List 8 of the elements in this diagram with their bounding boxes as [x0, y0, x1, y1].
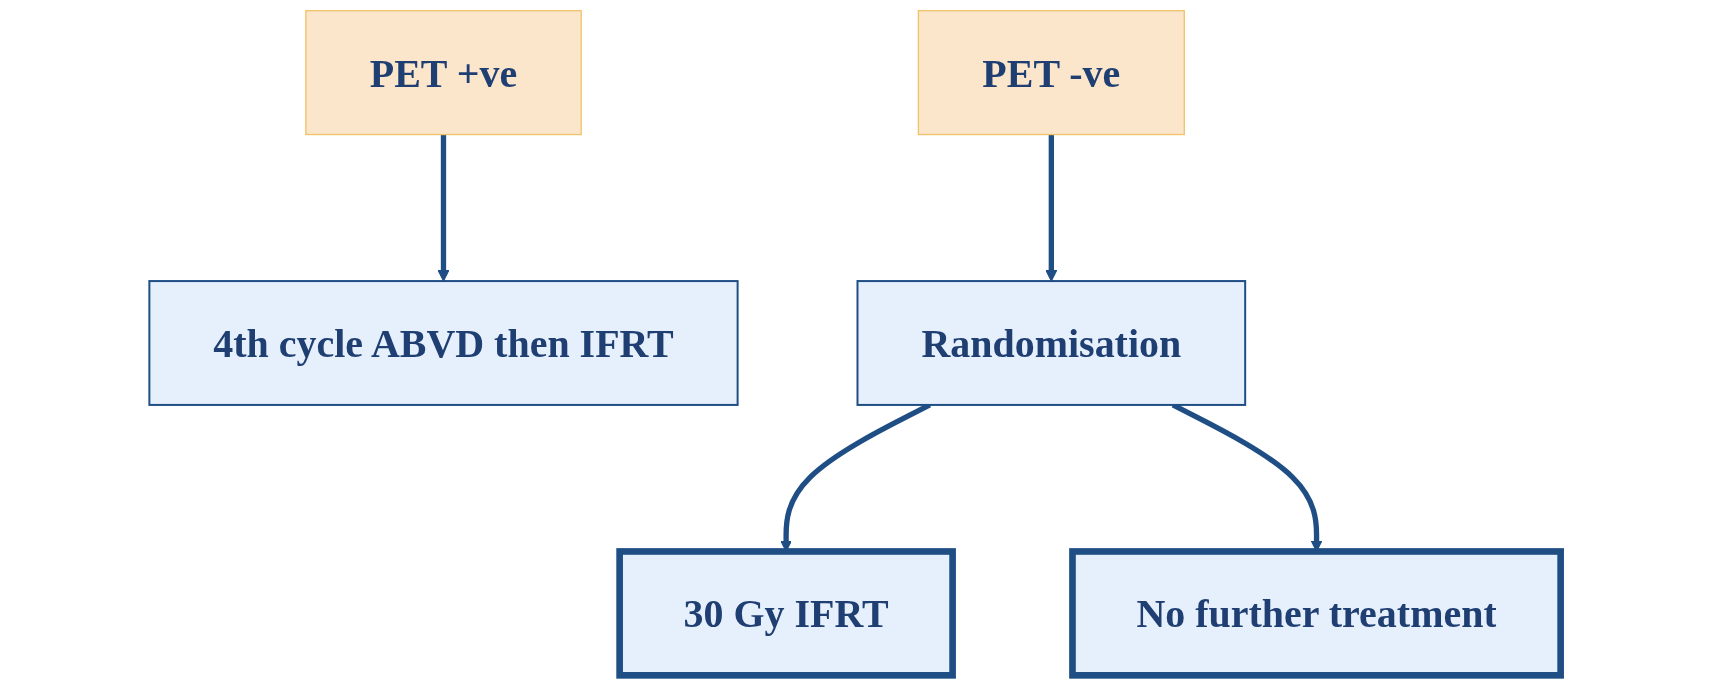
node-box: 4th cycle ABVD then IFRT	[148, 280, 739, 406]
arrow	[437, 134, 450, 282]
node-box: PET -ve	[917, 10, 1185, 136]
node-box: Randomisation	[856, 280, 1247, 406]
node-box: 30 Gy IFRT	[616, 548, 956, 679]
node-box: No further treatment	[1069, 548, 1564, 679]
arrow	[1045, 134, 1058, 282]
node-box: PET +ve	[305, 10, 582, 136]
